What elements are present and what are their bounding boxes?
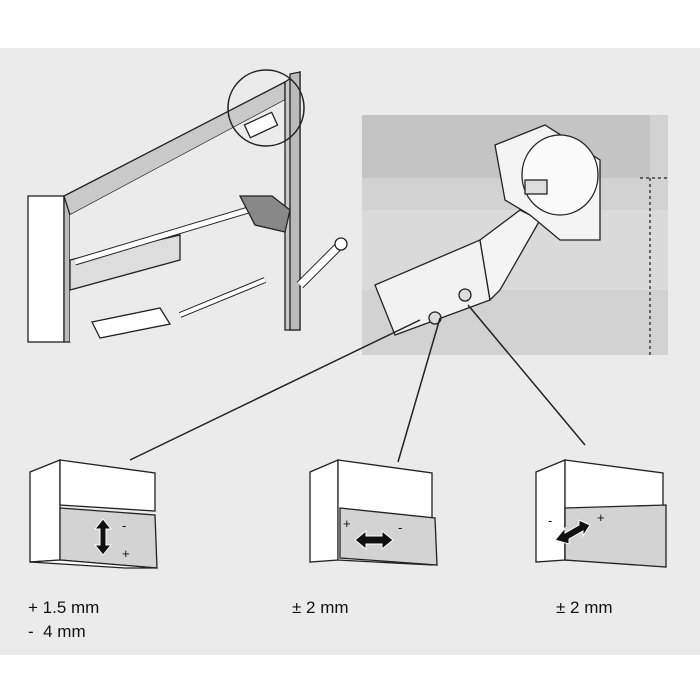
minus-sign: - bbox=[122, 518, 126, 533]
plus-sign: + bbox=[122, 546, 130, 561]
side-adjustment-label: ± 2 mm bbox=[292, 598, 349, 617]
height-adjustment-label-plus: + 1.5 mm bbox=[28, 598, 100, 617]
cabinet-lift-illustration bbox=[27, 69, 348, 343]
hinge-closeup-illustration bbox=[362, 115, 668, 355]
depth-adjustment-cube bbox=[535, 459, 667, 568]
depth-adjustment-label: ± 2 mm bbox=[556, 598, 613, 617]
height-adjustment-label-minus: - 4 mm bbox=[28, 622, 86, 641]
plus-sign: + bbox=[597, 510, 605, 525]
leader-lines bbox=[129, 304, 586, 463]
minus-sign: - bbox=[548, 513, 552, 528]
side-adjustment-cube bbox=[309, 459, 438, 566]
height-adjustment-cube bbox=[29, 459, 158, 569]
plus-sign: + bbox=[343, 516, 351, 531]
minus-sign: - bbox=[398, 520, 402, 535]
